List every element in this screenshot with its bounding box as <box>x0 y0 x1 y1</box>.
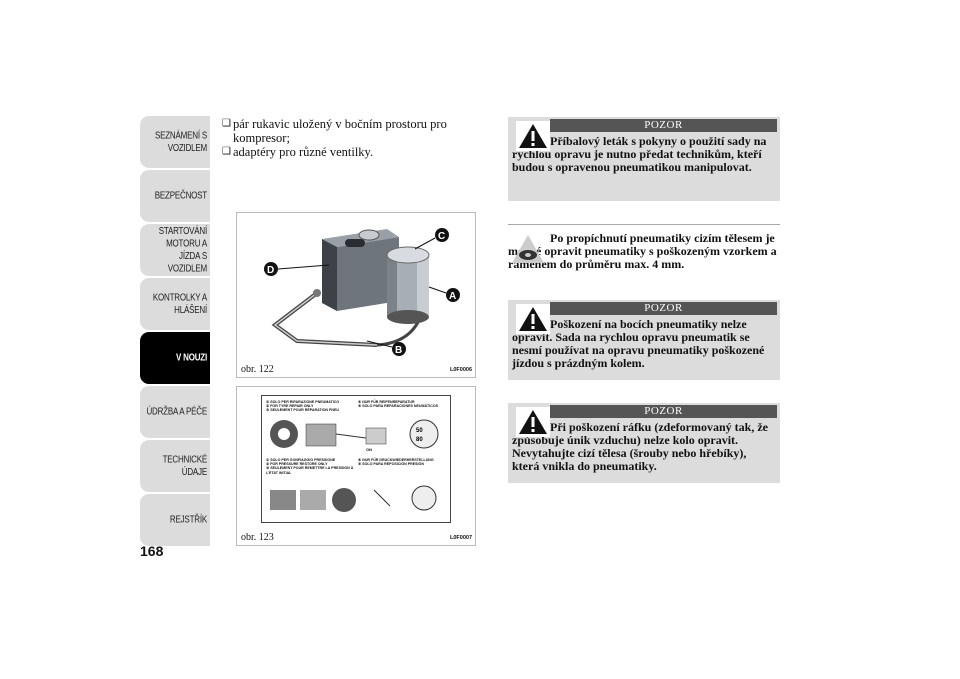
label-a-text: A <box>449 291 456 302</box>
label-c <box>435 228 449 242</box>
figure-caption: obr. 122 <box>241 364 274 375</box>
label-a <box>446 288 460 302</box>
bullet-item: adaptéry pro různé ventilky. <box>222 145 482 159</box>
figure-instruction-label: ① SOLO PER RIPARAZIONE PNEUMATICO ② FOR … <box>236 386 476 546</box>
tab-label: KONTROLKY A HLÁŠENÍ <box>152 291 207 316</box>
label-line: ① SOLO PER GONFIAGGIO PRESSIONE <box>266 458 336 462</box>
tab-label: REJSTŘÍK <box>169 513 207 525</box>
label-line: ① SOLO PER RIPARAZIONE PNEUMATICO <box>266 400 340 404</box>
warning-triangle-icon <box>516 304 550 334</box>
note-box: Po propíchnutí pneumatiky cizím tělesem … <box>508 224 780 271</box>
tab-v-nouzi[interactable]: V NOUZI <box>140 332 210 384</box>
label-b-text: B <box>395 345 402 356</box>
warning-box-2: POZOR Poškození na bocích pneumatiky nel… <box>508 300 780 380</box>
page-number: 168 <box>140 543 164 559</box>
label-line: ④ NUR FÜR DRUCKWIEDERHERSTELLUNG <box>358 458 434 462</box>
warning-text: Poškození na bocích pneumatiky nelze opr… <box>512 317 765 370</box>
chapter-sidebar: SEZNÁMENÍ S VOZIDLEM BEZPEČNOST STARTOVÁ… <box>140 116 210 548</box>
tab-rejstrik[interactable]: REJSTŘÍK <box>140 494 210 546</box>
tire-note-icon <box>512 235 544 263</box>
compressor-illustration: C D A B <box>264 228 460 356</box>
note-text: Po propíchnutí pneumatiky cizím tělesem … <box>508 231 777 271</box>
warning-box-1: POZOR Příbalový leták s pokyny o použití… <box>508 117 780 201</box>
tab-label: TECHNICKÉ ÚDAJE <box>162 453 208 478</box>
warning-triangle-icon <box>516 121 550 151</box>
bullet-item: pár rukavic uložený v bočním prostoru pr… <box>222 117 482 145</box>
tab-label: ÚDRŽBA A PÉČE <box>146 405 207 417</box>
label-line: ③ SEULEMENT POUR RÉPARATION PNEU <box>266 408 339 413</box>
label-d-text: D <box>267 265 274 276</box>
label-line: ② FOR PRESSURE RESTORE ONLY <box>266 462 328 467</box>
tab-label: BEZPEČNOST <box>154 189 207 201</box>
label-line: ④ NUR FÜR REIFENREPARATUR <box>358 400 415 404</box>
warning-triangle-icon <box>516 407 550 437</box>
label-d <box>264 262 278 276</box>
label-line: ② FOR TYRE REPAIR ONLY <box>266 404 314 409</box>
inflate-steps-diagram <box>270 485 437 512</box>
label-line: ⑤ SOLO PARA REPARACIONES NEUMÁTICOS <box>358 404 439 409</box>
tab-startovani[interactable]: STARTOVÁNÍ MOTORU A JÍZDA S VOZIDLEM <box>140 224 210 276</box>
repair-steps-diagram: 50 80 <box>270 419 439 449</box>
figure-compressor: C D A B obr. 122 L0F0006 <box>236 212 476 378</box>
warning-text: Příbalový leták s pokyny o použití sady … <box>512 134 767 174</box>
bullet-list: pár rukavic uložený v bočním prostoru pr… <box>222 117 482 159</box>
label-c-text: C <box>438 231 445 242</box>
svg-text:80: 80 <box>416 437 423 443</box>
figure-code: L0F0006 <box>449 367 472 373</box>
warning-heading: POZOR <box>550 302 777 315</box>
tab-label: STARTOVÁNÍ MOTORU A JÍZDA S VOZIDLEM <box>158 225 207 274</box>
figure-caption: obr. 123 <box>241 532 274 543</box>
warning-box-3: POZOR Při poškození ráfku (zdeformovaný … <box>508 403 780 483</box>
tab-udrzba[interactable]: ÚDRŽBA A PÉČE <box>140 386 210 438</box>
instruction-sheet: ① SOLO PER RIPARAZIONE PNEUMATICO ② FOR … <box>261 395 451 523</box>
tab-seznameni[interactable]: SEZNÁMENÍ S VOZIDLEM <box>140 116 210 168</box>
tab-label: V NOUZI <box>175 351 207 363</box>
on-label: ON <box>366 447 372 452</box>
tab-technicke[interactable]: TECHNICKÉ ÚDAJE <box>140 440 210 492</box>
tab-kontrolky[interactable]: KONTROLKY A HLÁŠENÍ <box>140 278 210 330</box>
tab-bezpecnost[interactable]: BEZPEČNOST <box>140 170 210 222</box>
warning-heading: POZOR <box>550 405 777 418</box>
warning-heading: POZOR <box>550 119 777 132</box>
tab-label: SEZNÁMENÍ S VOZIDLEM <box>154 129 207 154</box>
figure-code: L0F0007 <box>449 535 472 541</box>
warning-text: Při poškození ráfku (zdeformovaný tak, ž… <box>512 420 768 473</box>
label-line: ⑤ SOLO PARA REPOSICIÓN PRESIÓN <box>358 462 424 467</box>
label-line: ③ SEULEMENT POUR REMETTRE LA PRESSION À … <box>266 466 354 475</box>
label-b <box>392 342 406 356</box>
svg-text:50: 50 <box>416 428 423 434</box>
